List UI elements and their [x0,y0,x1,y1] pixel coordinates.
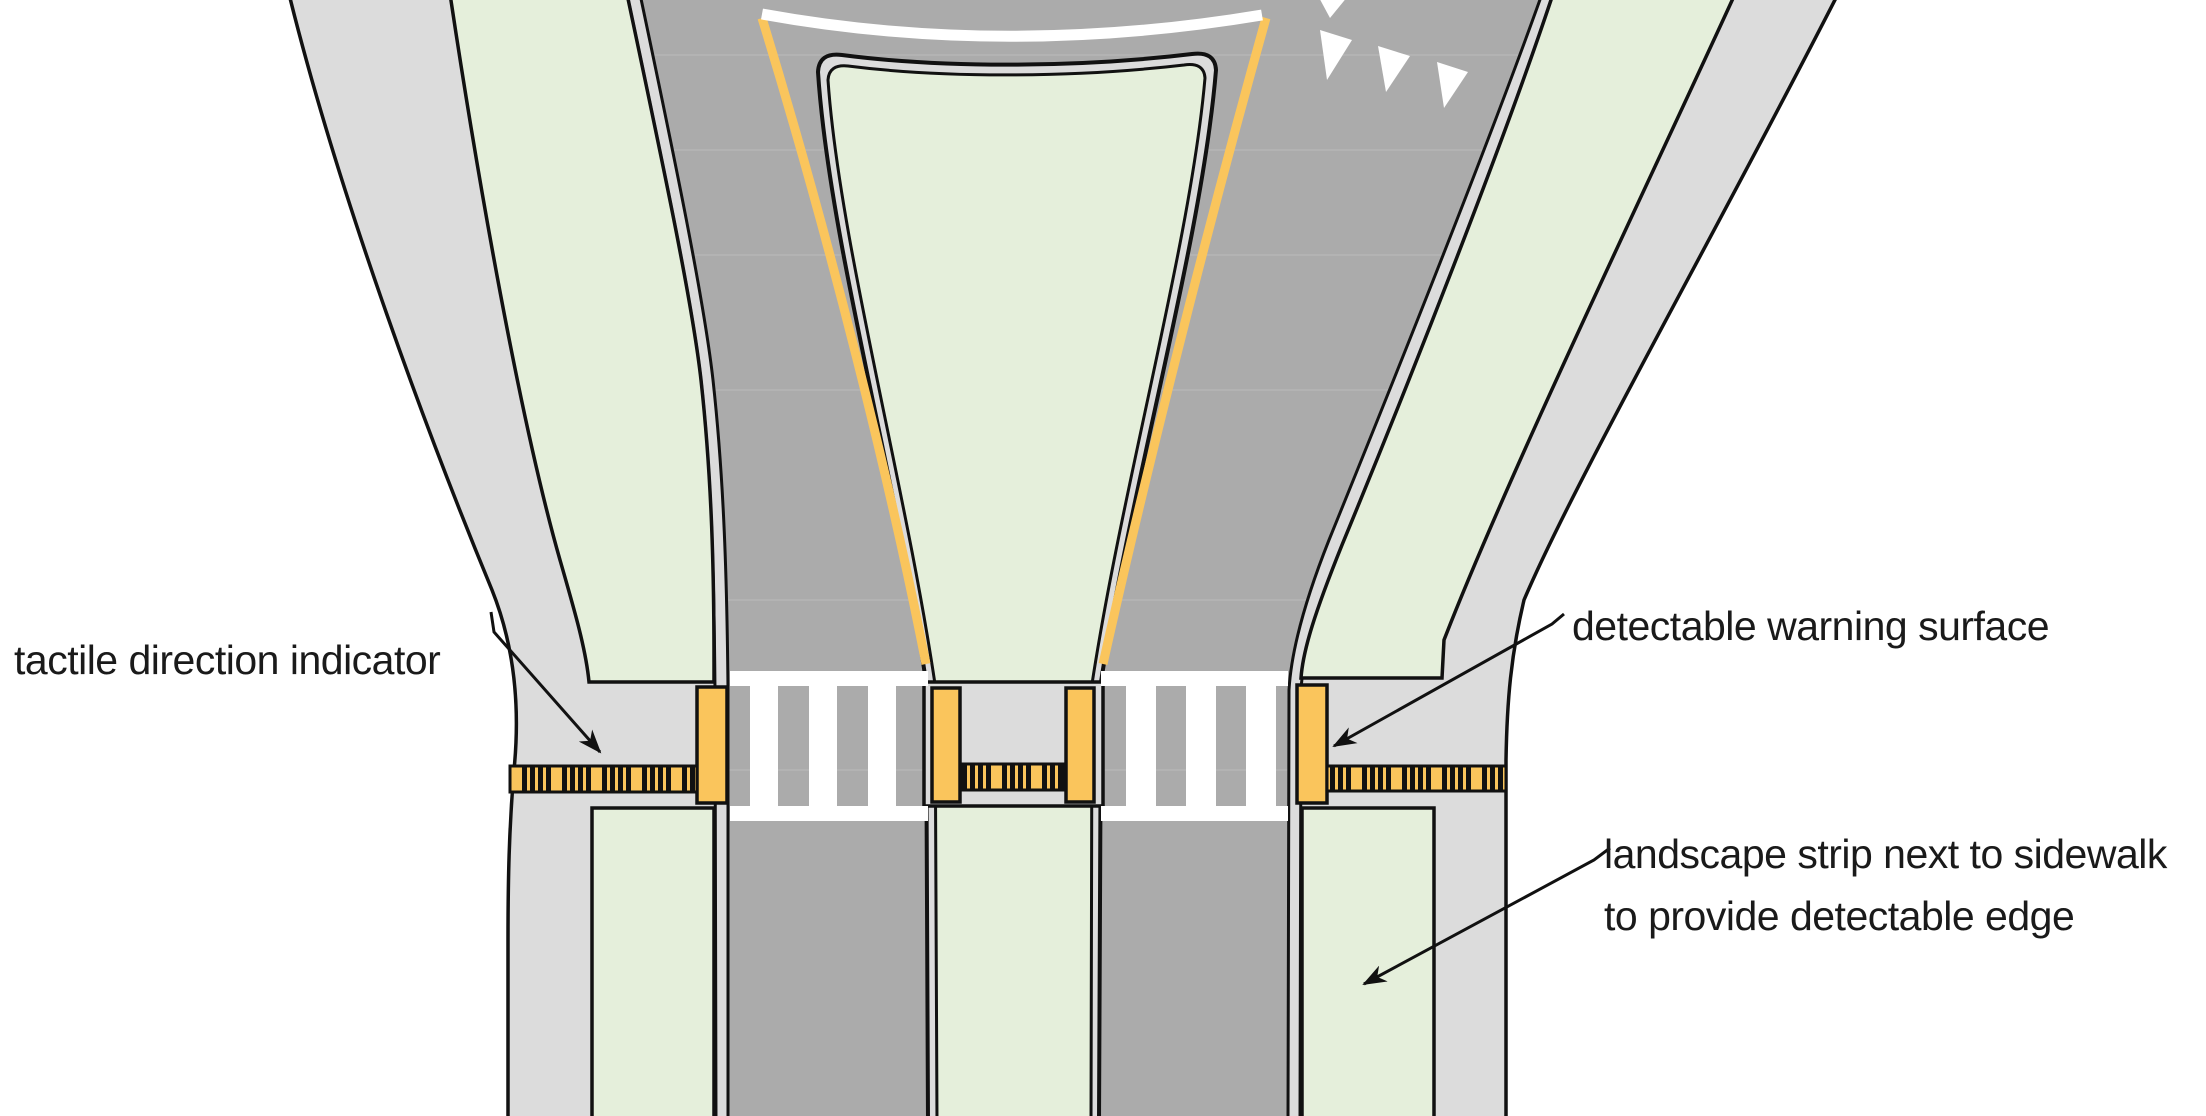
leader-arrow-landscape [1362,846,1611,986]
tactile-direction-indicator-island [960,762,1066,792]
yield-triangle [1437,62,1468,108]
leader-arrow-tactile [489,611,602,754]
label-landscape-strip-line2: to provide detectable edge [1604,893,2074,939]
right-curb-outer-line [1286,0,1542,1116]
crosswalk-left-road [730,671,928,821]
yellow-edge-line-right [1098,16,1271,665]
yield-triangle-partial [1320,0,1345,18]
yield-triangle [1320,30,1352,80]
label-tactile-direction-indicator: tactile direction indicator [14,637,440,683]
yield-triangles [1320,0,1468,108]
tactile-direction-indicator-left [508,764,699,794]
tactile-direction-indicator-right [1325,764,1508,793]
crosswalk-bottom-band [730,806,928,821]
leader-arrow-warning [1332,612,1565,748]
left-sidewalk-outer-edge [288,0,519,1116]
yield-triangle [1378,46,1410,92]
label-detectable-warning-surface: detectable warning surface [1572,603,2049,649]
yield-line [761,8,1263,42]
median-island-green [826,63,1207,1116]
yellow-edge-line-left [757,16,931,665]
detectable-warning-surface-island-left [930,686,962,804]
crosswalk-bottom-band [1101,806,1288,821]
left-curb-outer-line [639,0,730,1116]
landscape-strip-right-upper [1299,0,1735,680]
crosswalk-top-band [730,671,928,686]
crosswalk-stripe [1186,686,1216,806]
crosswalk-stripe [750,686,778,806]
detectable-warning-surface-right-curb [1295,683,1329,805]
detectable-warning-surface-island-right [1064,686,1096,804]
landscape-strip-right-lower [1300,806,1436,1116]
crosswalk-stripe [1126,686,1156,806]
crosswalk-top-band [1101,671,1288,686]
crosswalk-stripe [809,686,837,806]
landscape-strip-left-upper [449,0,716,684]
detectable-warning-surface-left-curb [695,685,729,805]
crosswalk-stripe [868,686,896,806]
crosswalk-right-road [1101,671,1288,821]
crosswalk-stripe [1246,686,1276,806]
right-sidewalk-outer-edge [1504,0,1837,1116]
landscape-strip-left-lower [590,806,716,1116]
label-landscape-strip-line1: landscape strip next to sidewalk [1604,831,2168,877]
